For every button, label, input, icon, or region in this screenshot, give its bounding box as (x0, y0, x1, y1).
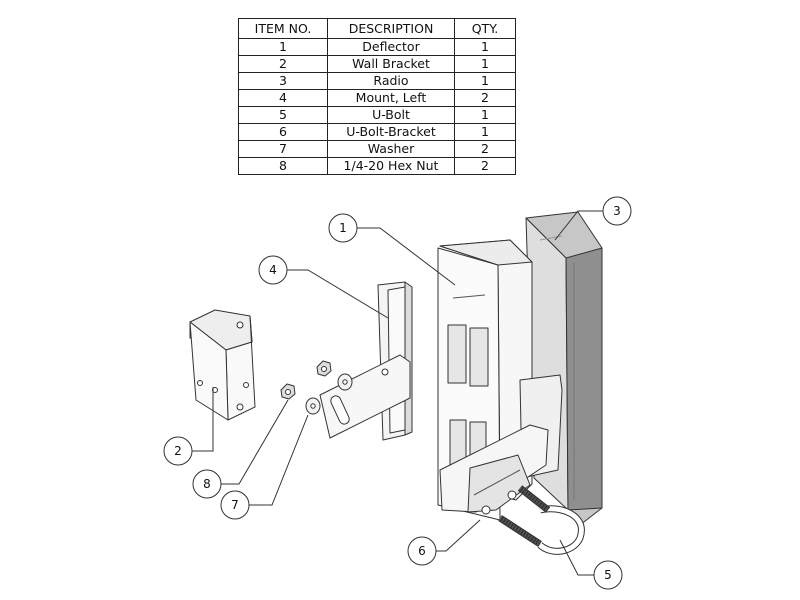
u-bolt-bracket-part (439, 374, 563, 515)
callout-2: 2 (163, 436, 193, 466)
washer-part (305, 373, 353, 415)
callout-8: 8 (192, 469, 222, 499)
description-cell: 1/4-20 Hex Nut (327, 157, 455, 175)
svg-text:4: 4 (269, 263, 277, 277)
callout-4: 4 (258, 255, 288, 285)
item-no-cell: 8 (238, 157, 328, 175)
svg-text:7: 7 (231, 498, 239, 512)
mount-left-part (319, 281, 413, 441)
callout-5: 5 (593, 560, 623, 590)
qty-cell: 2 (454, 157, 516, 175)
svg-text:5: 5 (604, 568, 612, 582)
svg-text:3: 3 (613, 204, 621, 218)
svg-text:6: 6 (418, 544, 426, 558)
svg-text:2: 2 (174, 444, 182, 458)
svg-text:8: 8 (203, 477, 211, 491)
callout-3: 3 (602, 196, 632, 226)
callout-7: 7 (220, 490, 250, 520)
callout-1: 1 (328, 213, 358, 243)
table-header-row: ITEM NO. DESCRIPTION QTY. (238, 18, 516, 39)
u-bolt-part (498, 485, 585, 555)
leader-lines (181, 210, 603, 576)
svg-text:1: 1 (339, 221, 347, 235)
qty-cell: 1 (454, 55, 516, 73)
callout-6: 6 (407, 536, 437, 566)
callout-balloons: 1 2 3 4 5 6 7 8 (163, 196, 632, 590)
radio-part (525, 211, 603, 526)
hex-nut-part (280, 360, 332, 400)
wall-bracket-part (189, 309, 256, 421)
